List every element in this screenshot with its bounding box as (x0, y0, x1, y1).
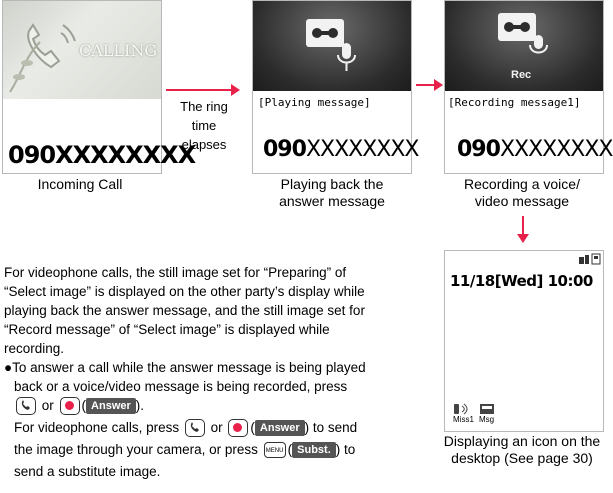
recording-caption: Recording a voice/ video message (464, 176, 580, 209)
rec-label: Rec (511, 69, 532, 81)
answer-softkey: Answer (254, 420, 305, 437)
missed-call-indicator: Miss1 (453, 403, 483, 424)
talk-key-icon (184, 419, 205, 438)
answer-message-banner (253, 1, 411, 91)
incoming-call-screen: CALLING 090XXXXXXXX (2, 0, 196, 174)
transition-arrow-down (522, 216, 524, 236)
message-indicator: Msg (479, 403, 509, 424)
answering-machine-icon (498, 13, 548, 54)
playing-message-screen: [Playing message] 090XXXXXXXX (252, 0, 420, 174)
playing-caption: Playing back the answer message (279, 176, 385, 209)
menu-key-icon: MENU (263, 442, 286, 459)
subst-softkey: Subst. (292, 442, 336, 459)
caller-number: 090XXXXXXXX (263, 137, 420, 162)
phone-handset-icon (27, 23, 76, 69)
desktop-caption: Displaying an icon on the desktop (See p… (443, 433, 601, 466)
recording-status: [Recording message1] (448, 96, 581, 109)
caller-number: 090XXXXXXXX (8, 141, 196, 169)
bullet-icon: ● (4, 360, 13, 375)
red-key-icon (228, 419, 249, 438)
recording-banner: Rec (445, 1, 603, 91)
transition-arrow-1 (166, 89, 232, 91)
playing-status: [Playing message] (258, 96, 371, 109)
date-time: 11/18[Wed] 10:00 (450, 272, 593, 290)
answer-instructions: ●To answer a call while the answer messa… (4, 360, 366, 479)
answer-softkey: Answer (86, 398, 136, 415)
message-icon (480, 404, 494, 414)
recording-message-screen: Rec [Recording message1] 090XXXXXXXX (444, 0, 613, 174)
calling-label: CALLING (79, 41, 158, 60)
missed-call-icon (454, 403, 468, 415)
desktop-screen: 11/18[Wed] 10:00 Miss1 Msg (444, 250, 604, 432)
videophone-paragraph: For videophone calls, the still image se… (4, 265, 365, 356)
transition-arrow-down-head (517, 234, 529, 243)
incoming-call-caption: Incoming Call (37, 176, 123, 192)
talk-key-icon (16, 397, 36, 416)
ring-time-label: The ring time elapses (180, 99, 228, 152)
transition-arrow-1-head (231, 84, 240, 96)
calling-animation: CALLING (3, 1, 161, 99)
transition-arrow-2 (416, 84, 436, 86)
status-icons (579, 253, 601, 265)
caller-number: 090XXXXXXXX (457, 137, 613, 162)
leaf-decoration (9, 41, 41, 93)
answering-machine-icon (306, 19, 356, 71)
transition-arrow-2-head (434, 79, 443, 91)
red-key-icon (59, 397, 80, 416)
